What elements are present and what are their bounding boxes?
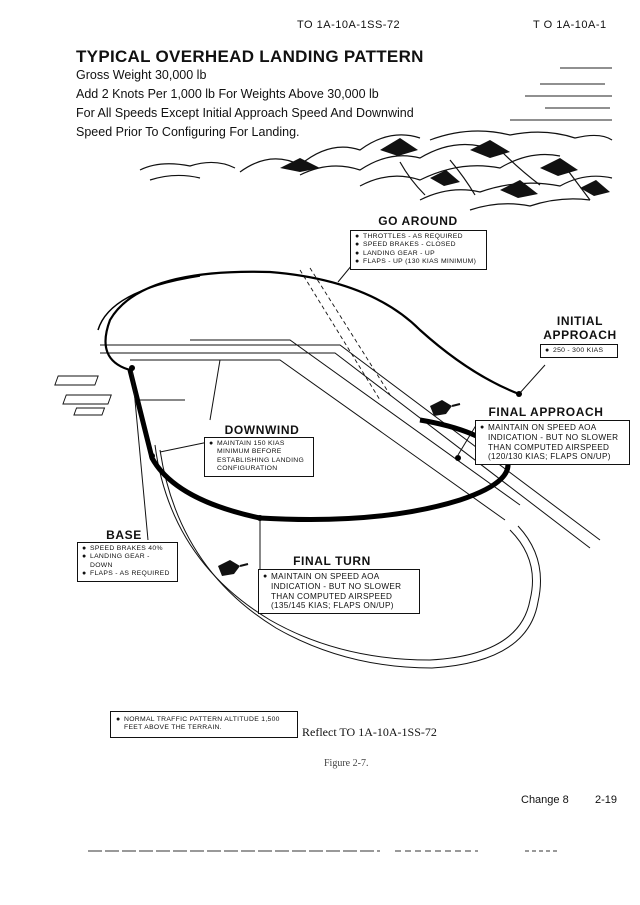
initial-approach-box: 250 - 300 KIAS xyxy=(540,344,618,359)
go-around-item: SPEED BRAKES - CLOSED xyxy=(355,241,482,250)
final-approach-item: MAINTAIN ON SPEED AOA INDICATION - BUT N… xyxy=(480,423,625,462)
base-item: LANDING GEAR - DOWN xyxy=(82,553,173,570)
base-item: FLAPS - AS REQUIRED xyxy=(82,570,173,579)
final-turn-box: MAINTAIN ON SPEED AOA INDICATION - BUT N… xyxy=(258,569,420,615)
approach-corridor xyxy=(299,267,393,401)
pointing-hand-icon xyxy=(218,560,249,576)
subtitle-line: For All Speeds Except Initial Approach S… xyxy=(76,106,414,120)
initial-approach-item: 250 - 300 KIAS xyxy=(545,347,613,356)
go-around-item: LANDING GEAR - UP xyxy=(355,250,482,259)
subtitle-block: Gross Weight 30,000 lb Add 2 Knots Per 1… xyxy=(76,66,414,142)
waypoint-dots xyxy=(129,365,522,521)
pattern-track xyxy=(97,270,520,523)
go-around-item: FLAPS - UP (130 KIAS MINIMUM) xyxy=(355,258,482,267)
final-approach-box: MAINTAIN ON SPEED AOA INDICATION - BUT N… xyxy=(475,420,630,466)
downwind-box: MAINTAIN 150 KIAS MINIMUM BEFORE ESTABLI… xyxy=(204,437,314,477)
base-label: BASE xyxy=(106,528,142,542)
page-title: TYPICAL OVERHEAD LANDING PATTERN xyxy=(76,47,424,66)
pointing-hand-icon xyxy=(430,400,461,416)
base-item: SPEED BRAKES 40% xyxy=(82,545,173,554)
terrain-shading xyxy=(280,138,610,198)
downwind-item: MAINTAIN 150 KIAS MINIMUM BEFORE ESTABLI… xyxy=(209,440,309,474)
margin-lines xyxy=(510,67,612,121)
initial-approach-label: INITIAL APPROACH xyxy=(540,314,620,342)
go-around-box: THROTTLES - AS REQUIRED SPEED BRAKES - C… xyxy=(350,230,487,270)
subtitle-line: Gross Weight 30,000 lb xyxy=(76,68,207,82)
pattern-altitude-note: NORMAL TRAFFIC PATTERN ALTITUDE 1,500 FE… xyxy=(110,711,298,738)
final-approach-label: FINAL APPROACH xyxy=(488,405,604,419)
downwind-label: DOWNWIND xyxy=(224,423,300,437)
initial-approach-label-line: APPROACH xyxy=(543,328,617,342)
subtitle-line: Add 2 Knots Per 1,000 lb For Weights Abo… xyxy=(76,87,379,101)
leader-lines xyxy=(131,264,546,570)
header-right-code: T O 1A-10A-1 xyxy=(533,19,607,31)
base-box: SPEED BRAKES 40% LANDING GEAR - DOWN FLA… xyxy=(77,542,178,582)
footer-page-number: 2-19 xyxy=(595,794,618,806)
reflect-text: Reflect TO 1A-10A-1SS-72 xyxy=(302,725,437,739)
terrain-art xyxy=(139,130,613,211)
initial-approach-label-line: INITIAL xyxy=(556,314,604,328)
go-around-label: GO AROUND xyxy=(378,214,458,228)
final-turn-label: FINAL TURN xyxy=(293,554,371,568)
go-around-item: THROTTLES - AS REQUIRED xyxy=(355,233,482,242)
airfield-layout xyxy=(54,339,601,669)
footer-change: Change 8 xyxy=(521,794,569,806)
subtitle-line: Speed Prior To Configuring For Landing. xyxy=(76,125,300,139)
pattern-altitude-note-item: NORMAL TRAFFIC PATTERN ALTITUDE 1,500 FE… xyxy=(116,716,292,733)
header-left-code: TO 1A-10A-1SS-72 xyxy=(297,19,401,31)
figure-caption: Figure 2-7. xyxy=(324,758,369,769)
final-turn-item: MAINTAIN ON SPEED AOA INDICATION - BUT N… xyxy=(263,572,415,611)
